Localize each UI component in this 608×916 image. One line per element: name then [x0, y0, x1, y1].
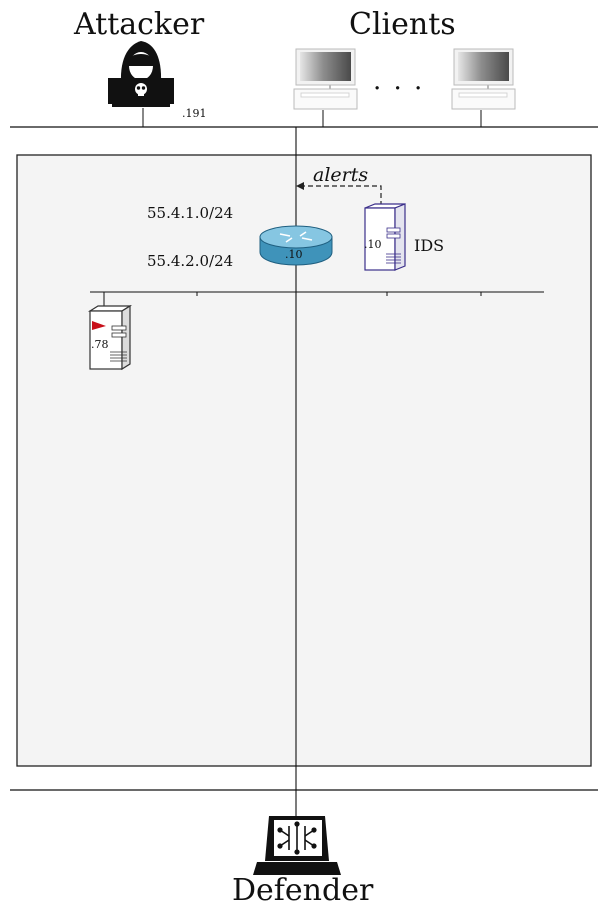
defender-laptop-icon	[253, 816, 341, 875]
attacker-ip: .191	[182, 107, 207, 120]
router-icon	[259, 225, 333, 266]
host-server-icon	[87, 304, 133, 371]
alerts-label: alerts	[313, 164, 369, 186]
clients-label: Clients	[349, 7, 456, 42]
client-computer-icon-2	[451, 48, 516, 110]
router-ip: .10	[285, 248, 303, 261]
alerts-arrowhead	[296, 182, 304, 190]
ids-label: IDS	[414, 236, 445, 255]
subnet-label-1: 55.4.1.0/24	[147, 204, 234, 222]
subnet-label-2: 55.4.2.0/24	[147, 252, 234, 270]
defender-label: Defender	[232, 873, 374, 908]
attacker-icon	[108, 41, 174, 107]
ids-server-icon	[364, 203, 406, 271]
attacker-label: Attacker	[74, 7, 205, 42]
lan-ticks	[196, 292, 482, 296]
alerts-arrow	[300, 185, 382, 206]
client-computer-icon-1	[293, 48, 358, 110]
clients-ellipsis: . . .	[373, 66, 425, 96]
server-ip: .78	[91, 338, 109, 351]
ids-ip: .10	[364, 238, 382, 251]
